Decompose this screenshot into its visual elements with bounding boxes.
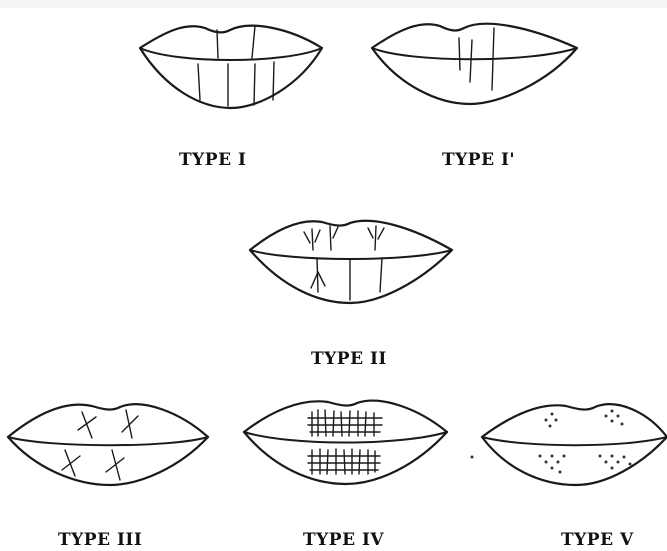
- lip-type-5: [471, 404, 667, 485]
- lip-outline-type-1-prime: [372, 24, 577, 104]
- lip-type-1: [140, 26, 322, 108]
- lip-type-3: [8, 404, 208, 485]
- lip-type-4: [244, 401, 447, 484]
- lip-type-1-prime: [372, 24, 577, 104]
- lip-outline-type-2: [250, 221, 452, 303]
- label-type-1: TYPE I: [179, 150, 246, 170]
- lip-outline-type-1: [140, 26, 322, 108]
- label-type-5: TYPE V: [561, 530, 634, 550]
- label-type-3: TYPE III: [58, 530, 142, 550]
- label-type-1-prime: TYPE I': [442, 150, 515, 170]
- lip-type-2: [250, 221, 452, 303]
- label-type-4: TYPE IV: [303, 530, 384, 550]
- label-type-2: TYPE II: [311, 349, 387, 369]
